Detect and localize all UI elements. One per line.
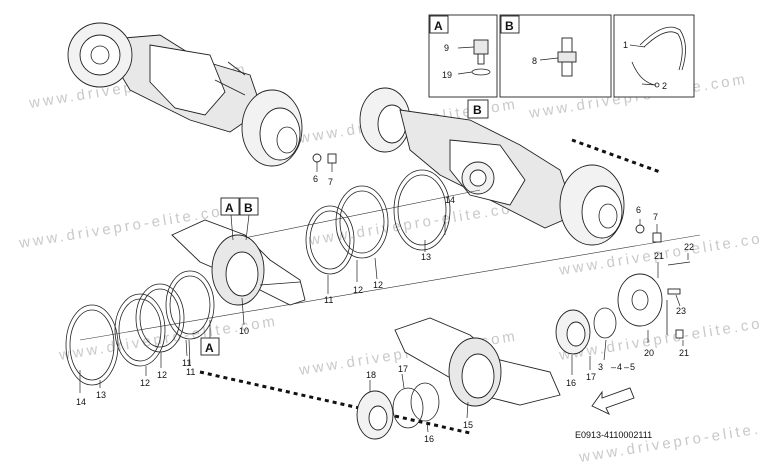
callout: 17 bbox=[398, 364, 408, 374]
callout: 12 bbox=[353, 285, 363, 295]
detail-box-a: A 9 19 bbox=[428, 14, 498, 98]
callout: 17 bbox=[586, 372, 596, 382]
lower-bearing-stack bbox=[356, 307, 617, 440]
callout: 20 bbox=[644, 348, 654, 358]
assembly-axis bbox=[79, 234, 701, 341]
callout: 7 bbox=[328, 177, 333, 187]
callout: 13 bbox=[96, 390, 106, 400]
view-label: A bbox=[225, 201, 234, 215]
callout: 15 bbox=[463, 420, 473, 430]
bolt-group-top: 6 7 bbox=[312, 153, 337, 187]
drawing-code: E0913-4110002111 bbox=[575, 430, 652, 440]
callout: 14 bbox=[445, 195, 455, 205]
bolt-group-right: 6 7 bbox=[635, 205, 662, 243]
callout: 2 bbox=[662, 81, 667, 91]
view-label: A bbox=[205, 341, 214, 355]
direction-arrow-icon bbox=[591, 387, 635, 415]
callout: 23 bbox=[676, 306, 686, 316]
callout: 4 bbox=[617, 362, 622, 372]
callout: 16 bbox=[424, 434, 434, 444]
view-label-group: B A B A bbox=[200, 99, 489, 356]
callout: 14 bbox=[76, 397, 86, 407]
callout: 12 bbox=[157, 370, 167, 380]
callout: 18 bbox=[366, 370, 376, 380]
callout: 9 bbox=[444, 43, 449, 53]
assembly-chain-line bbox=[199, 370, 471, 435]
callout: 10 bbox=[239, 326, 249, 336]
callout: 8 bbox=[532, 56, 537, 66]
view-label: B bbox=[473, 103, 482, 117]
callout: 13 bbox=[421, 252, 431, 262]
callout: 11 bbox=[182, 358, 191, 368]
lower-bracket bbox=[394, 317, 561, 407]
view-label: B bbox=[244, 201, 253, 215]
callout: 16 bbox=[566, 378, 576, 388]
flange-assembly bbox=[617, 261, 691, 339]
detail-box-letter: A bbox=[434, 19, 443, 33]
callout: 6 bbox=[636, 205, 641, 215]
callout: 12 bbox=[140, 378, 150, 388]
callout: 21 bbox=[654, 251, 664, 261]
detail-box-letter: B bbox=[505, 19, 514, 33]
lower-seal-rings bbox=[65, 270, 215, 386]
callout: 3 bbox=[598, 362, 603, 372]
assembly-axis bbox=[209, 189, 481, 246]
callout: 5 bbox=[630, 362, 635, 372]
callout-group: 14 13 12 12 11 10 11 12 12 11 14 13 22 2… bbox=[76, 195, 694, 444]
callout: 22 bbox=[684, 242, 694, 252]
callout: 6 bbox=[313, 174, 318, 184]
callout: 12 bbox=[373, 280, 383, 290]
upper-bracket bbox=[171, 219, 306, 306]
axle-assembly-top bbox=[67, 22, 303, 167]
callout: 11 bbox=[186, 367, 195, 377]
upper-seal-rings bbox=[305, 169, 451, 275]
callout-separator: – bbox=[611, 362, 616, 372]
callout: 21 bbox=[679, 348, 689, 358]
axle-assembly-center bbox=[359, 87, 625, 246]
callout: 7 bbox=[653, 212, 658, 222]
callout: 1 bbox=[623, 40, 628, 50]
detail-box-b: B 8 bbox=[499, 14, 612, 98]
callout: 11 bbox=[324, 295, 333, 305]
callout-separator: – bbox=[624, 362, 629, 372]
detail-box-sensor: 1 2 bbox=[613, 14, 695, 98]
callout: 19 bbox=[442, 70, 452, 80]
watermark: www.drivepro-elite.com bbox=[577, 415, 760, 467]
